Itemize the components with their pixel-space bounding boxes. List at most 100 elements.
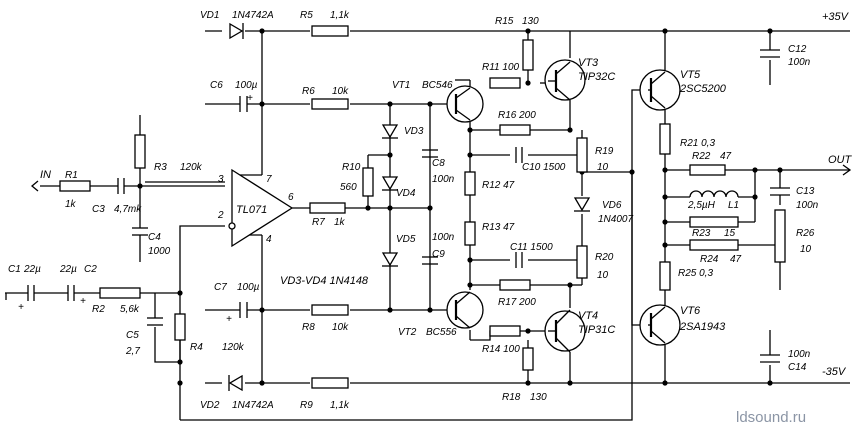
r22 — [689, 164, 726, 176]
c3-ref: C3 — [92, 204, 105, 215]
r6-val: 10k — [332, 86, 349, 97]
output-label: OUT — [828, 154, 853, 166]
r3 — [134, 134, 146, 169]
r23 — [689, 216, 739, 228]
opamp-ref: TL071 — [236, 204, 267, 216]
r15 — [522, 39, 534, 71]
c3-val: 4,7mk — [114, 204, 142, 215]
r23-ref: R23 — [692, 228, 711, 239]
r15-val: 130 — [522, 16, 539, 27]
vt5-part: 2SC5200 — [679, 83, 727, 95]
r2 — [99, 287, 141, 299]
c13-val: 100n — [796, 200, 819, 211]
r6-ref: R6 — [302, 86, 315, 97]
r18-val: 130 — [530, 392, 547, 403]
r4-ref: R4 — [190, 342, 203, 353]
input-arrow-icon — [30, 180, 39, 192]
c4-val: 1000 — [148, 246, 171, 257]
r16-label: R16 200 — [498, 110, 536, 121]
capacitors — [27, 49, 790, 363]
r14-label: R14 100 — [482, 344, 520, 355]
c1-val: 22µ — [23, 264, 41, 275]
r11 — [489, 77, 521, 89]
r16 — [499, 124, 531, 136]
c1-ref: C1 — [8, 264, 21, 275]
inductor-l1 — [689, 190, 739, 198]
r20-ref: R20 — [595, 252, 614, 263]
r1-val: 1k — [65, 199, 77, 210]
r14 — [489, 325, 521, 337]
rail-positive: +35V — [822, 11, 850, 23]
r4 — [174, 313, 186, 341]
r12 — [464, 171, 476, 196]
r22-ref: R22 — [692, 151, 711, 162]
r24 — [689, 239, 739, 251]
rail-negative: -35V — [822, 366, 847, 378]
vt4-part: TIP31C — [578, 324, 615, 336]
r24-ref: R24 — [700, 254, 719, 265]
vt1-ref: VT1 — [392, 80, 410, 91]
c14-ref: C14 — [788, 362, 807, 373]
c11-label: C11 1500 — [510, 242, 553, 253]
r6 — [311, 98, 349, 110]
vt6-part: 2SA1943 — [679, 321, 726, 333]
r26-ref: R26 — [796, 228, 815, 239]
r4-val: 120k — [222, 342, 245, 353]
vt5-ref: VT5 — [680, 69, 701, 81]
opamp-pin-2: 2 — [217, 210, 224, 221]
r19-ref: R19 — [595, 146, 614, 157]
diodes — [228, 22, 591, 392]
vd6-part: 1N4007 — [598, 214, 633, 225]
r9-ref: R9 — [300, 400, 313, 411]
r7 — [309, 202, 346, 214]
r25-label: R25 0,3 — [678, 268, 713, 279]
vd3-vd4-note: VD3-VD4 1N4148 — [280, 275, 369, 287]
c12-val: 100n — [788, 57, 811, 68]
r2-ref: R2 — [92, 304, 105, 315]
vd5-ref: VD5 — [396, 234, 416, 245]
c1-plus: + — [18, 302, 24, 313]
r20-val: 10 — [597, 270, 609, 281]
opamp-pin-7: 7 — [266, 174, 272, 185]
r25 — [659, 261, 671, 291]
r5-ref: R5 — [300, 10, 313, 21]
r13-label: R13 47 — [482, 222, 515, 233]
c9-val: 100n — [432, 232, 455, 243]
resistors — [59, 25, 786, 389]
c14-val: 100n — [788, 349, 811, 360]
r13 — [464, 221, 476, 246]
r3-ref: R3 — [154, 162, 167, 173]
c6-plus: + — [247, 93, 253, 104]
vd4-ref: VD4 — [396, 188, 416, 199]
c10-label: C10 1500 — [522, 162, 566, 173]
c9-ref: C9 — [432, 249, 445, 260]
c12-ref: C12 — [788, 44, 807, 55]
r5 — [311, 25, 349, 37]
r2-val: 5,6k — [120, 304, 140, 315]
labels: +35V -35V IN OUT VD1 1N4742A VD2 1N4742A… — [8, 10, 853, 426]
opamp-symbol — [228, 168, 294, 248]
r20 — [576, 245, 588, 279]
c8-val: 100n — [432, 174, 455, 185]
opamp-pin-4: 4 — [266, 234, 272, 245]
r9-val: 1,1k — [330, 400, 350, 411]
vt3-part: TIP32C — [578, 71, 615, 83]
r7-ref: R7 — [312, 217, 325, 228]
watermark: ldsound.ru — [736, 409, 806, 426]
r19 — [576, 137, 588, 173]
output-arrow-icon — [842, 164, 852, 176]
r18-ref: R18 — [502, 392, 521, 403]
c7-plus: + — [226, 314, 232, 325]
r3-val: 120k — [180, 162, 203, 173]
r1 — [59, 180, 91, 192]
r9 — [311, 377, 349, 389]
vt1-part: BC546 — [422, 80, 453, 91]
vt3-ref: VT3 — [578, 57, 599, 69]
c7-ref: C7 — [214, 282, 227, 293]
r1-ref: R1 — [65, 170, 78, 181]
vd1-part: 1N4742A — [232, 10, 274, 21]
opamp-pin-6: 6 — [288, 192, 294, 203]
r23-val: 15 — [724, 228, 736, 239]
r8-val: 10k — [332, 322, 349, 333]
vd2-part: 1N4742A — [232, 400, 274, 411]
